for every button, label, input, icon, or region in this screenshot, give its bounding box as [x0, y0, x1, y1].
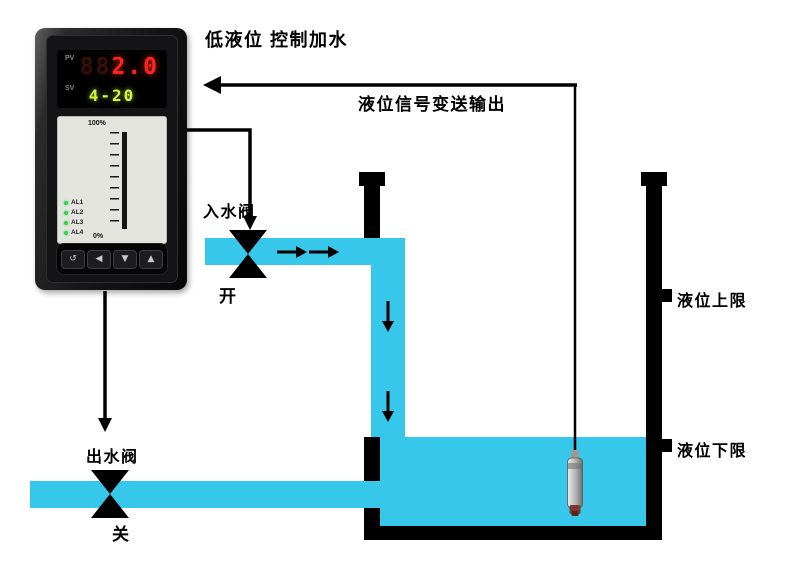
level-low-marker [660, 439, 672, 452]
sv-label: SV [65, 85, 75, 92]
tank-left-cap [359, 172, 385, 186]
meter-button-shift[interactable]: ◀ [87, 249, 111, 269]
pv-row: PV 88 2.0 [65, 54, 159, 84]
meter-button-reset[interactable]: ↺ [61, 249, 85, 269]
alarm-led [64, 201, 68, 205]
outlet-valve-label: 出水阀 [86, 449, 139, 466]
pv-ghost-digits: 88 [79, 54, 112, 80]
level-high-label: 液位上限 [677, 293, 748, 310]
probe-connector [571, 450, 579, 460]
outlet-control-arrowhead [98, 418, 112, 432]
alarm-led [64, 211, 68, 215]
sv-value: 4-20 [88, 85, 136, 105]
controller-front-panel: PV 88 2.0 SV 4-20 100% 0% AL1 [46, 35, 178, 283]
pv-label: PV [65, 55, 75, 62]
meter-button-up[interactable]: ▲ [139, 249, 163, 269]
diagram-title: 低液位 控制加水 [205, 30, 349, 50]
bargraph-ticks [110, 132, 119, 229]
tank-right-wall [646, 172, 662, 540]
alarm-label: AL1 [71, 199, 84, 206]
alarm-led [64, 231, 68, 235]
inlet-valve-state: 开 [219, 287, 238, 306]
tank-water [380, 437, 646, 526]
inlet-control-arrowhead [243, 216, 257, 230]
flow-arrow-right-2-head [328, 246, 339, 258]
alarm-label: AL2 [71, 209, 84, 216]
probe-band [567, 463, 583, 469]
level-probe-tip-end [571, 511, 579, 516]
alarm-indicator: AL2 [64, 208, 83, 218]
alarm-indicators: AL1 AL2 AL3 AL4 [64, 198, 83, 238]
tank-bottom-wall [364, 526, 662, 540]
alarm-indicator: AL1 [64, 198, 83, 208]
alarm-label: AL4 [71, 229, 84, 236]
tank-right-cap [641, 172, 667, 186]
inlet-valve-symbol [229, 230, 267, 278]
outlet-pipe [30, 481, 390, 508]
signal-output-label: 液位信号变送输出 [358, 95, 506, 114]
alarm-indicator: AL3 [64, 218, 83, 228]
inlet-control-line [187, 128, 252, 217]
bargraph-bar [122, 132, 127, 229]
alarm-indicator: AL4 [64, 228, 83, 238]
level-high-marker [660, 289, 672, 302]
button-row: ↺ ◀ ▼ ▲ [56, 243, 168, 275]
scale-bottom-label: 0% [93, 233, 104, 240]
outlet-valve-symbol [91, 470, 129, 518]
flow-arrow-right-1-head [296, 246, 307, 258]
meter-button-down[interactable]: ▼ [113, 249, 137, 269]
level-controller: PV 88 2.0 SV 4-20 100% 0% AL1 [35, 28, 187, 290]
sv-row: SV 4-20 [65, 84, 159, 106]
alarm-label: AL3 [71, 219, 84, 226]
pv-value: 2.0 [111, 54, 159, 80]
bargraph-panel: 100% 0% AL1 AL2 AL3 [57, 116, 167, 244]
outlet-valve-state: 关 [112, 525, 131, 544]
inlet-valve-label: 入水阀 [203, 204, 256, 221]
scale-top-label: 100% [88, 120, 106, 127]
signal-arrowhead [203, 76, 221, 94]
flow-arrow-down-2-head [382, 411, 394, 422]
level-low-label: 液位下限 [677, 443, 748, 460]
alarm-led [64, 221, 68, 225]
flow-arrow-down-1-head [382, 321, 394, 332]
controller-display: PV 88 2.0 SV 4-20 [57, 50, 167, 108]
